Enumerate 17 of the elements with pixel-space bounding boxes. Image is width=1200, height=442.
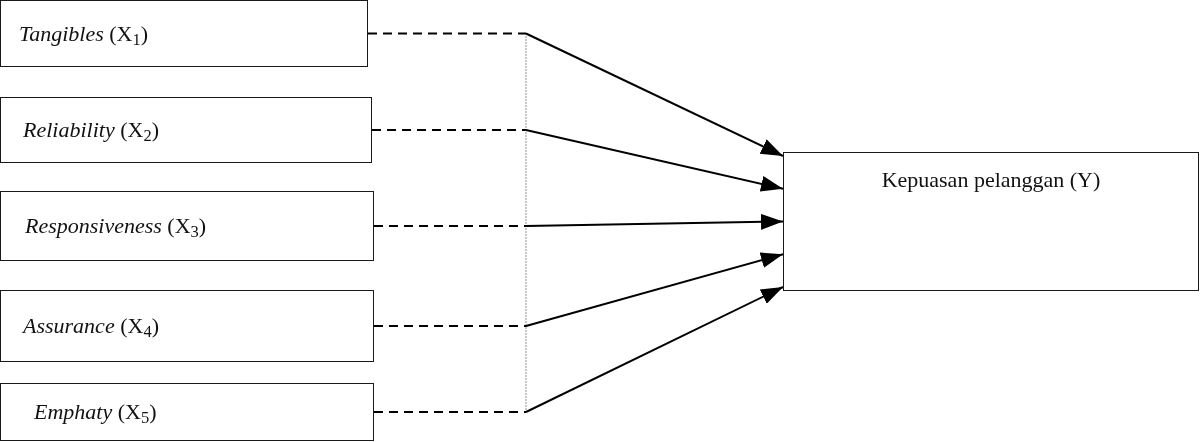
- arrow: [373, 286, 784, 413]
- arrow: [373, 213, 784, 230]
- arrow: [371, 129, 784, 192]
- variable-label: Emphaty (X$_{5}$): [34, 399, 157, 425]
- variable-label: Reliability (X$_{2}$): [23, 117, 159, 143]
- variable-label: Tangibles (X$_{1}$): [19, 20, 149, 47]
- variable-box: [0, 97, 372, 163]
- variable-box: [0, 0, 368, 67]
- variable-label: Assurance (X$_{4}$): [23, 313, 159, 339]
- variable-box: [0, 290, 374, 362]
- arrow: [367, 32, 784, 157]
- variable-label: Responsiveness (X$_{3}$): [25, 213, 207, 239]
- variable-box: [783, 152, 1199, 291]
- variable-box: [0, 191, 374, 261]
- variable-label: Kepuasan pelanggan (Y): [881, 167, 1101, 193]
- variable-box: [0, 383, 374, 441]
- arrow: [373, 252, 784, 327]
